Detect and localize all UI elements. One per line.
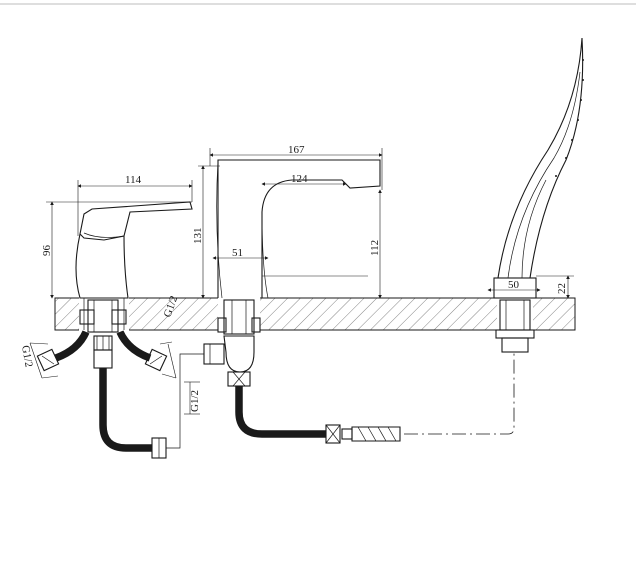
dimension-handle-height-label: 96 xyxy=(41,245,53,257)
middle-thread-label: G1/2 xyxy=(189,390,201,412)
mixer-outlet-hose xyxy=(93,349,204,459)
dimension-spout-neck-label: 51 xyxy=(232,247,243,259)
dimension-spout-width xyxy=(209,148,383,190)
bath-spout xyxy=(203,159,381,387)
dimension-spout-reach-label: 124 xyxy=(291,173,308,185)
dimension-shower-base-height xyxy=(536,275,574,299)
hand-shower xyxy=(493,37,584,353)
countertop-slab xyxy=(54,297,576,331)
dimension-handle-width xyxy=(77,180,193,236)
dimension-handle-height xyxy=(46,201,192,299)
dimension-shower-base-label: 50 xyxy=(508,279,520,291)
left-inlet-hoses xyxy=(29,330,177,379)
dimension-handle-width-label: 114 xyxy=(125,174,142,186)
dimension-spout-inner-height-label: 112 xyxy=(369,240,381,256)
middle-thread-dimension xyxy=(184,381,200,415)
shower-hose xyxy=(235,352,515,444)
left-thread-label: G1/2 xyxy=(19,344,35,368)
dimension-spout-width-label: 167 xyxy=(288,144,305,156)
dimension-spout-total-height-label: 131 xyxy=(192,228,204,245)
mixer-handle-unit xyxy=(75,201,193,351)
dimension-spout-neck xyxy=(212,256,368,277)
dimension-shower-base-height-label: 22 xyxy=(556,283,568,294)
dimension-spout-total-height xyxy=(198,165,220,299)
